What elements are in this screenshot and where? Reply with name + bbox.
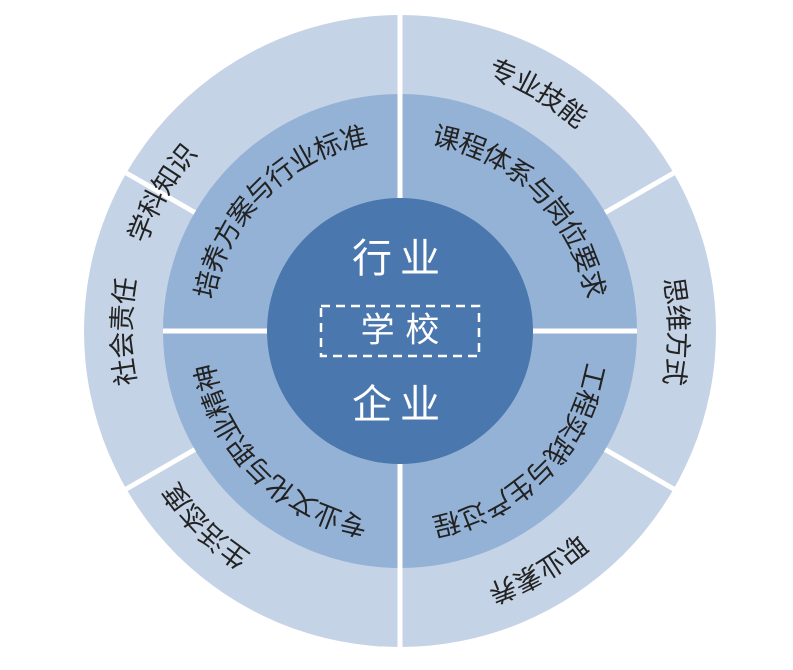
outer-separators <box>125 15 675 647</box>
center-top-label: 行业 <box>352 236 448 282</box>
inner-separators <box>163 94 637 568</box>
center-circle <box>267 198 533 464</box>
outer-separator <box>125 170 197 215</box>
outer-separator <box>603 170 675 215</box>
outer-separator <box>603 447 675 492</box>
center-dashed-box <box>319 304 481 358</box>
center-bottom-label: 企业 <box>352 382 448 428</box>
center-middle-label: 学 校 <box>361 311 440 351</box>
outer-separator <box>125 447 197 492</box>
